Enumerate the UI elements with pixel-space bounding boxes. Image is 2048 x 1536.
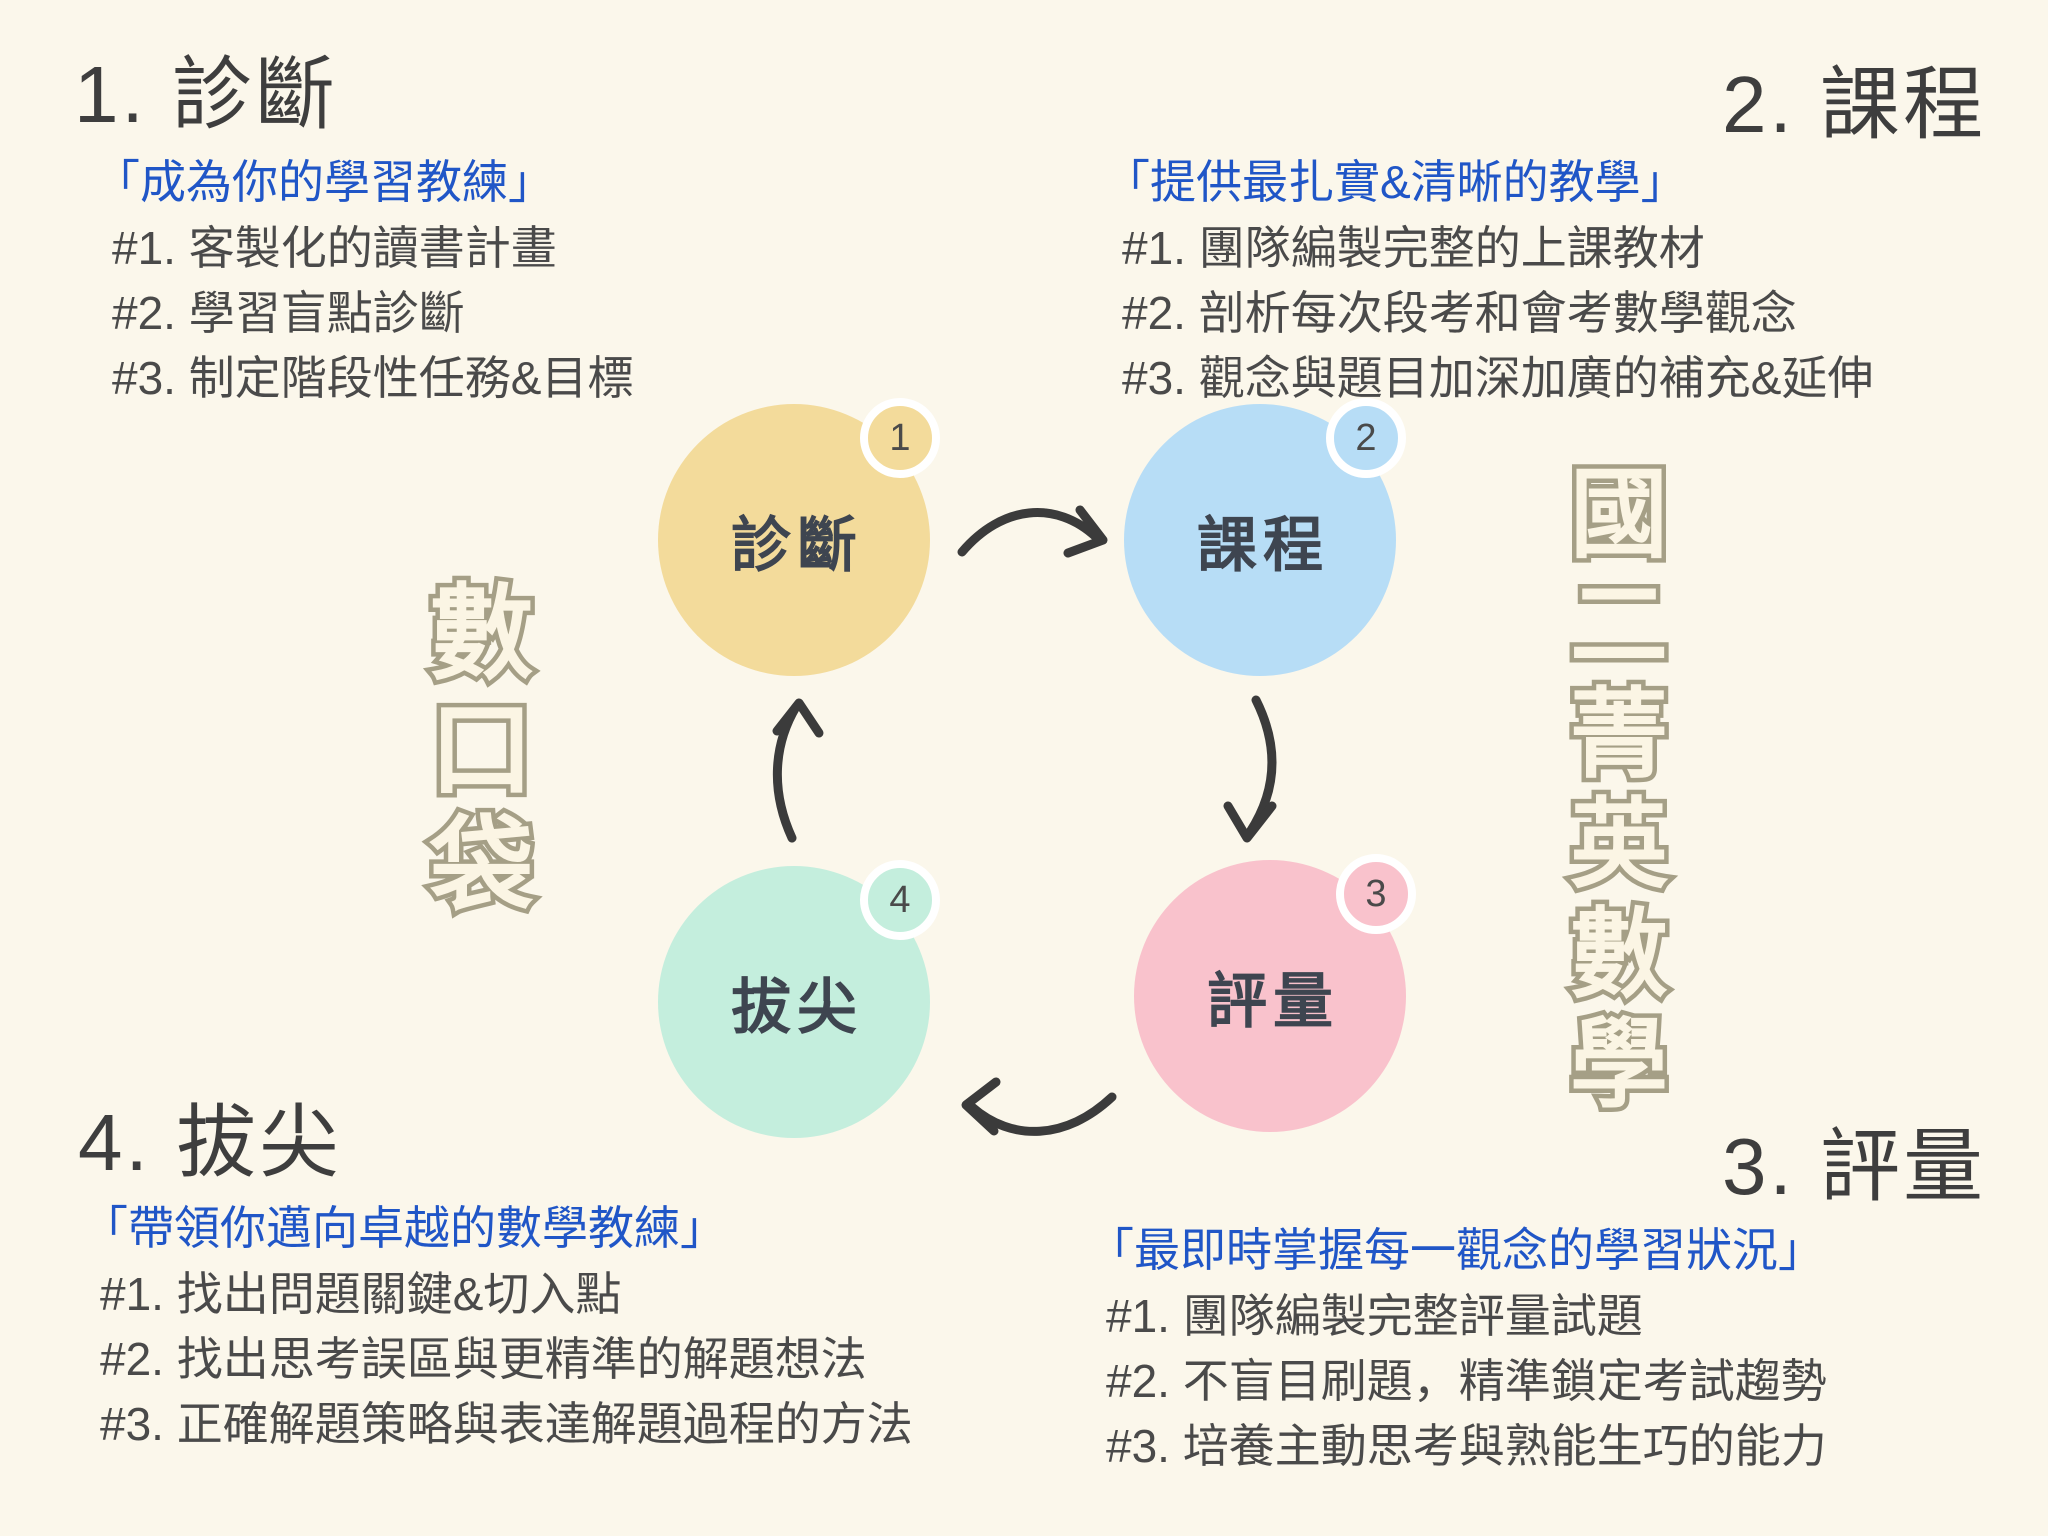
- arrow-assessment-to-excellence-icon: [961, 1077, 1117, 1136]
- arrow-excellence-to-diagnosis-icon: [772, 698, 824, 843]
- section-title-excellence: 4. 拔尖: [78, 1098, 342, 1187]
- section-quote: 「帶領你邁向卓越的數學教練」: [82, 1202, 726, 1254]
- cycle-step-label: 診斷: [731, 511, 863, 579]
- section-quote: 「成為你的學習教練」: [94, 156, 554, 208]
- step-number: 3: [1365, 872, 1387, 915]
- list-item: #2. 學習盲點診斷: [112, 287, 465, 339]
- step-number-badge: 1: [860, 398, 940, 478]
- cycle-step-4-excellence: 拔尖 4: [658, 860, 940, 1138]
- list-item: #1. 客製化的讀書計畫: [112, 222, 557, 274]
- section-title-diagnosis: 1. 診斷: [74, 50, 338, 139]
- list-item: #3. 觀念與題目加深加廣的補充&延伸: [1122, 352, 1874, 404]
- cycle-step-1-diagnosis: 診斷 1: [658, 398, 940, 676]
- step-number-badge: 3: [1336, 854, 1416, 934]
- list-item: #2. 剖析每次段考和會考數學觀念: [1122, 287, 1797, 339]
- arrow-course-to-assessment-icon: [1223, 695, 1277, 843]
- section-quote: 「最即時掌握每一觀念的學習狀況」: [1088, 1224, 1824, 1276]
- section-block-excellence: 「帶領你邁向卓越的數學教練」 #1. 找出問題關鍵&切入點 #2. 找出思考誤區…: [82, 1196, 913, 1457]
- cycle-step-3-assessment: 評量 3: [1134, 854, 1416, 1132]
- cycle-step-label: 評量: [1207, 967, 1339, 1035]
- step-number-badge: 4: [860, 860, 940, 940]
- section-block-diagnosis: 「成為你的學習教練」 #1. 客製化的讀書計畫 #2. 學習盲點診斷 #3. 制…: [94, 150, 634, 411]
- section-block-course: 「提供最扎實&清晰的教學」 #1. 團隊編製完整的上課教材 #2. 剖析每次段考…: [1104, 150, 1874, 411]
- watermark-brand-left: 數口袋: [409, 574, 534, 931]
- step-number: 4: [889, 878, 911, 921]
- list-item: #2. 找出思考誤區與更精準的解題想法: [100, 1333, 867, 1385]
- cycle-step-2-course: 課程 2: [1124, 398, 1406, 676]
- step-number-badge: 2: [1326, 398, 1406, 478]
- list-item: #2. 不盲目刷題，精準鎖定考試趨勢: [1106, 1355, 1827, 1407]
- list-item: #3. 正確解題策略與表達解題過程的方法: [100, 1398, 913, 1450]
- cycle-step-label: 拔尖: [731, 973, 863, 1041]
- list-item: #1. 找出問題關鍵&切入點: [100, 1268, 622, 1320]
- cycle-step-label: 課程: [1197, 511, 1329, 579]
- section-quote: 「提供最扎實&清晰的教學」: [1104, 156, 1687, 208]
- list-item: #1. 團隊編製完整的上課教材: [1122, 222, 1705, 274]
- list-item: #1. 團隊編製完整評量試題: [1106, 1290, 1643, 1342]
- list-item: #3. 制定階段性任務&目標: [112, 352, 634, 404]
- list-item: #3. 培養主動思考與熟能生巧的能力: [1106, 1420, 1827, 1472]
- watermark-brand-right: 國二菁英數學: [1552, 458, 1671, 1127]
- section-block-assessment: 「最即時掌握每一觀念的學習狀況」 #1. 團隊編製完整評量試題 #2. 不盲目刷…: [1088, 1218, 1827, 1479]
- step-number: 1: [889, 416, 911, 459]
- arrow-diagnosis-to-course-icon: [957, 505, 1108, 558]
- step-number: 2: [1355, 416, 1377, 459]
- section-title-assessment: 3. 評量: [1722, 1122, 1986, 1211]
- section-title-course: 2. 課程: [1722, 60, 1986, 149]
